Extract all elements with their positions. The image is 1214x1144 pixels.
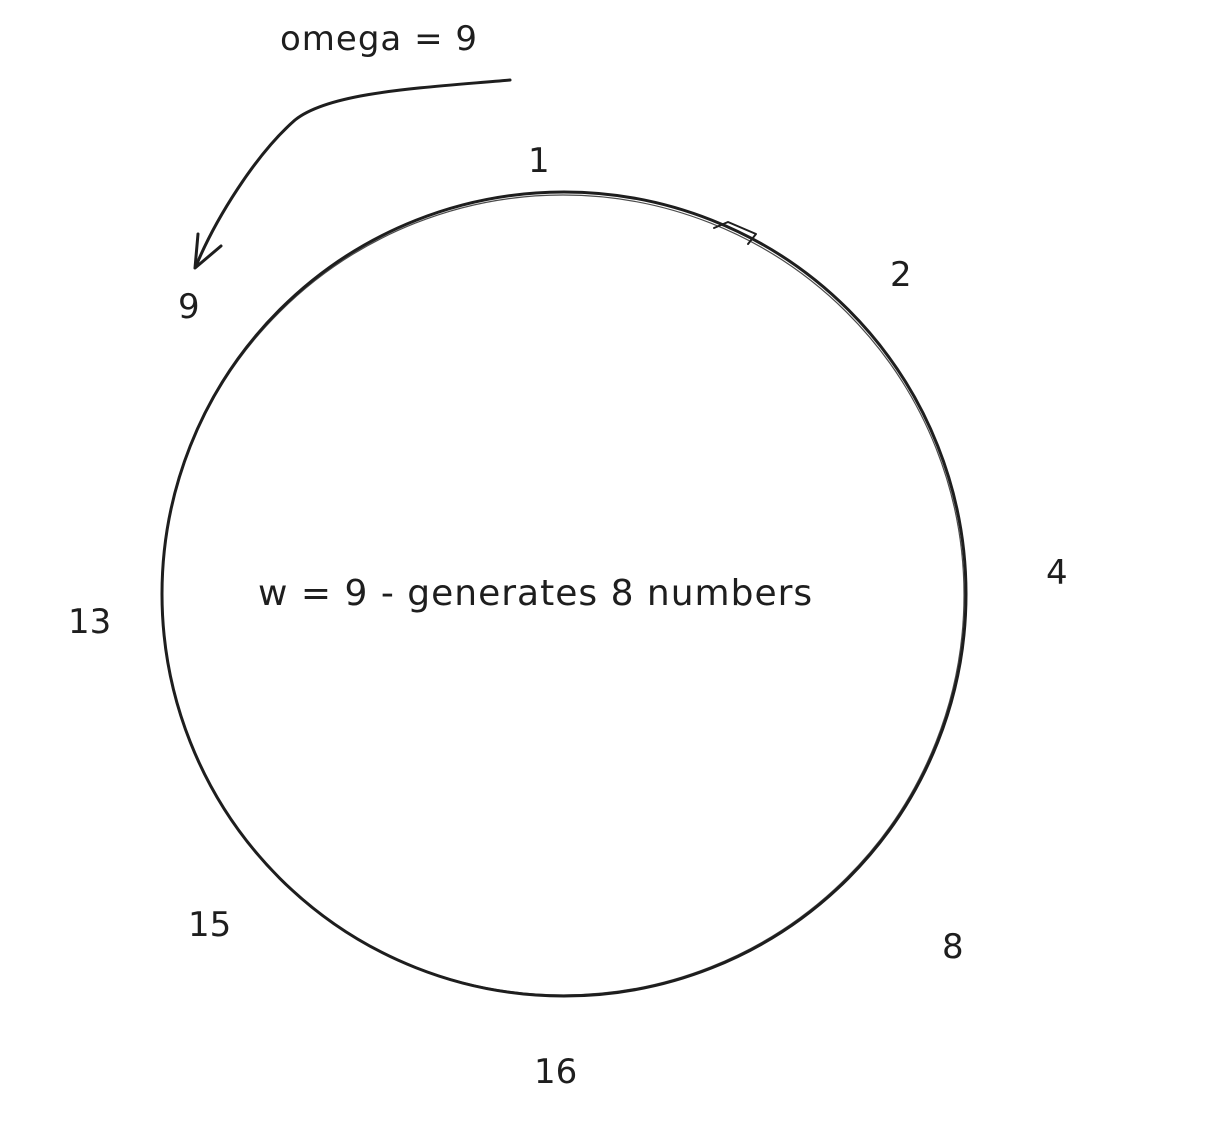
- ring-label-2: 2: [890, 255, 912, 295]
- omega-pointer-arrow: [194, 78, 512, 268]
- ring-label-9: 9: [178, 287, 200, 327]
- omega-pointer-arrowhead: [193, 232, 223, 270]
- ring-label-4: 4: [1046, 553, 1068, 593]
- omega-annotation: omega = 9: [280, 19, 478, 59]
- cycle-direction-arrowhead: [713, 221, 757, 245]
- ring-label-8: 8: [942, 927, 964, 967]
- ring-label-16: 16: [534, 1052, 578, 1092]
- center-caption: w = 9 - generates 8 numbers: [258, 573, 814, 614]
- cycle-circle-sketch-stroke: [161, 194, 965, 996]
- ring-label-13: 13: [68, 602, 112, 642]
- ring-label-15: 15: [188, 905, 232, 945]
- ring-label-1: 1: [528, 141, 550, 181]
